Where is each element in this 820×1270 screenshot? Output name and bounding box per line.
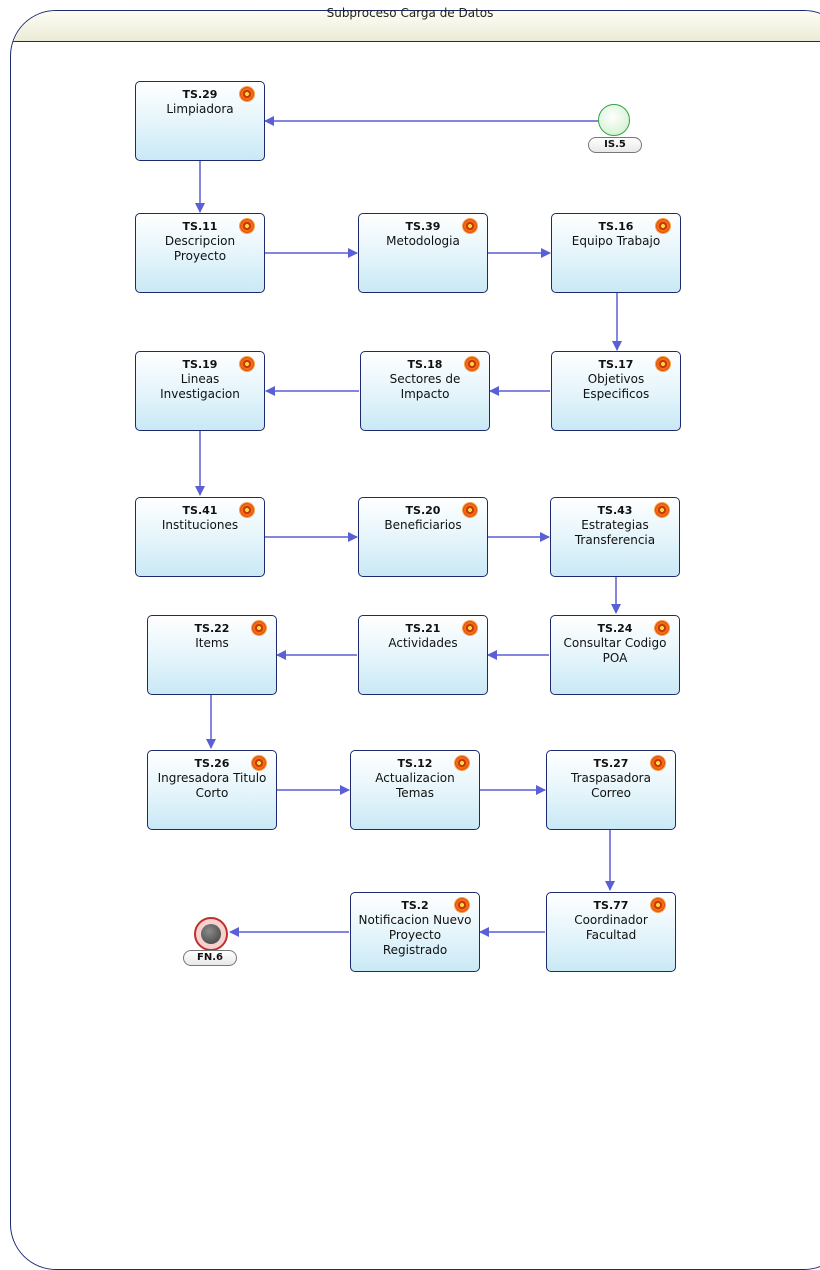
gear-icon bbox=[463, 621, 477, 635]
task-ts43[interactable]: TS.43 Estrategias Transferencia bbox=[550, 497, 680, 577]
task-ts18[interactable]: TS.18 Sectores de Impacto bbox=[360, 351, 490, 431]
task-code: TS.39 bbox=[405, 220, 441, 233]
task-ts39[interactable]: TS.39 Metodologia bbox=[358, 213, 488, 293]
task-code: TS.2 bbox=[401, 899, 429, 912]
task-code: TS.19 bbox=[182, 358, 218, 371]
gear-icon bbox=[651, 898, 665, 912]
task-name: Beneficiarios bbox=[384, 518, 462, 532]
task-name: Items bbox=[195, 636, 229, 650]
gear-icon bbox=[656, 357, 670, 371]
task-code: TS.24 bbox=[597, 622, 633, 635]
end-event[interactable] bbox=[194, 917, 228, 951]
task-ts41[interactable]: TS.41 Instituciones bbox=[135, 497, 265, 577]
task-ts24[interactable]: TS.24 Consultar Codigo POA bbox=[550, 615, 680, 695]
pool-title: Subproceso Carga de Datos bbox=[326, 6, 494, 20]
task-name: Coordinador Facultad bbox=[574, 913, 648, 942]
task-code: TS.17 bbox=[598, 358, 634, 371]
task-name: Consultar Codigo POA bbox=[563, 636, 667, 665]
task-name: Equipo Trabajo bbox=[571, 234, 661, 248]
task-name: Actualizacion Temas bbox=[375, 771, 455, 800]
task-ts29[interactable]: TS.29 Limpiadora bbox=[135, 81, 265, 161]
task-ts11[interactable]: TS.11 Descripcion Proyecto bbox=[135, 213, 265, 293]
gear-icon bbox=[651, 756, 665, 770]
task-ts21[interactable]: TS.21 Actividades bbox=[358, 615, 488, 695]
task-code: TS.18 bbox=[407, 358, 443, 371]
gear-icon bbox=[240, 219, 254, 233]
task-name: Ingresadora Titulo Corto bbox=[157, 771, 267, 800]
task-code: TS.16 bbox=[598, 220, 634, 233]
gear-icon bbox=[655, 621, 669, 635]
task-code: TS.26 bbox=[194, 757, 230, 770]
gear-icon bbox=[465, 357, 479, 371]
gear-icon bbox=[655, 503, 669, 517]
task-name: Actividades bbox=[388, 636, 458, 650]
task-name: Traspasadora Correo bbox=[571, 771, 651, 800]
task-name: Metodologia bbox=[386, 234, 460, 248]
task-name: Sectores de Impacto bbox=[389, 372, 461, 401]
task-code: TS.43 bbox=[597, 504, 633, 517]
task-name: Instituciones bbox=[161, 518, 239, 532]
task-code: TS.77 bbox=[593, 899, 629, 912]
task-name: Descripcion Proyecto bbox=[164, 234, 236, 263]
gear-icon bbox=[252, 756, 266, 770]
task-ts26[interactable]: TS.26 Ingresadora Titulo Corto bbox=[147, 750, 277, 830]
task-ts27[interactable]: TS.27 Traspasadora Correo bbox=[546, 750, 676, 830]
start-event[interactable] bbox=[598, 104, 630, 136]
end-event-core bbox=[201, 924, 221, 944]
gear-icon bbox=[240, 503, 254, 517]
task-code: TS.11 bbox=[182, 220, 218, 233]
pool-header bbox=[11, 11, 820, 42]
gear-icon bbox=[656, 219, 670, 233]
task-ts17[interactable]: TS.17 Objetivos Especificos bbox=[551, 351, 681, 431]
gear-icon bbox=[240, 87, 254, 101]
task-ts2[interactable]: TS.2 Notificacion Nuevo Proyecto Registr… bbox=[350, 892, 480, 972]
task-ts16[interactable]: TS.16 Equipo Trabajo bbox=[551, 213, 681, 293]
task-code: TS.29 bbox=[182, 88, 218, 101]
task-code: TS.41 bbox=[182, 504, 218, 517]
task-code: TS.22 bbox=[194, 622, 230, 635]
task-ts19[interactable]: TS.19 Lineas Investigacion bbox=[135, 351, 265, 431]
task-name: Estrategias Transferencia bbox=[574, 518, 656, 547]
task-ts20[interactable]: TS.20 Beneficiarios bbox=[358, 497, 488, 577]
task-name: Limpiadora bbox=[166, 102, 234, 116]
task-name: Notificacion Nuevo Proyecto Registrado bbox=[358, 913, 472, 957]
task-code: TS.27 bbox=[593, 757, 629, 770]
task-name: Objetivos Especificos bbox=[582, 372, 650, 401]
task-ts22[interactable]: TS.22 Items bbox=[147, 615, 277, 695]
task-code: TS.12 bbox=[397, 757, 433, 770]
task-name: Lineas Investigacion bbox=[160, 372, 240, 401]
task-ts12[interactable]: TS.12 Actualizacion Temas bbox=[350, 750, 480, 830]
gear-icon bbox=[463, 219, 477, 233]
gear-icon bbox=[240, 357, 254, 371]
gear-icon bbox=[463, 503, 477, 517]
task-code: TS.21 bbox=[405, 622, 441, 635]
gear-icon bbox=[252, 621, 266, 635]
gear-icon bbox=[455, 898, 469, 912]
task-code: TS.20 bbox=[405, 504, 441, 517]
task-ts77[interactable]: TS.77 Coordinador Facultad bbox=[546, 892, 676, 972]
connector-layer bbox=[195, 116, 622, 937]
start-event-label: IS.5 bbox=[588, 137, 642, 153]
gear-icon bbox=[455, 756, 469, 770]
end-event-label: FN.6 bbox=[183, 950, 237, 966]
